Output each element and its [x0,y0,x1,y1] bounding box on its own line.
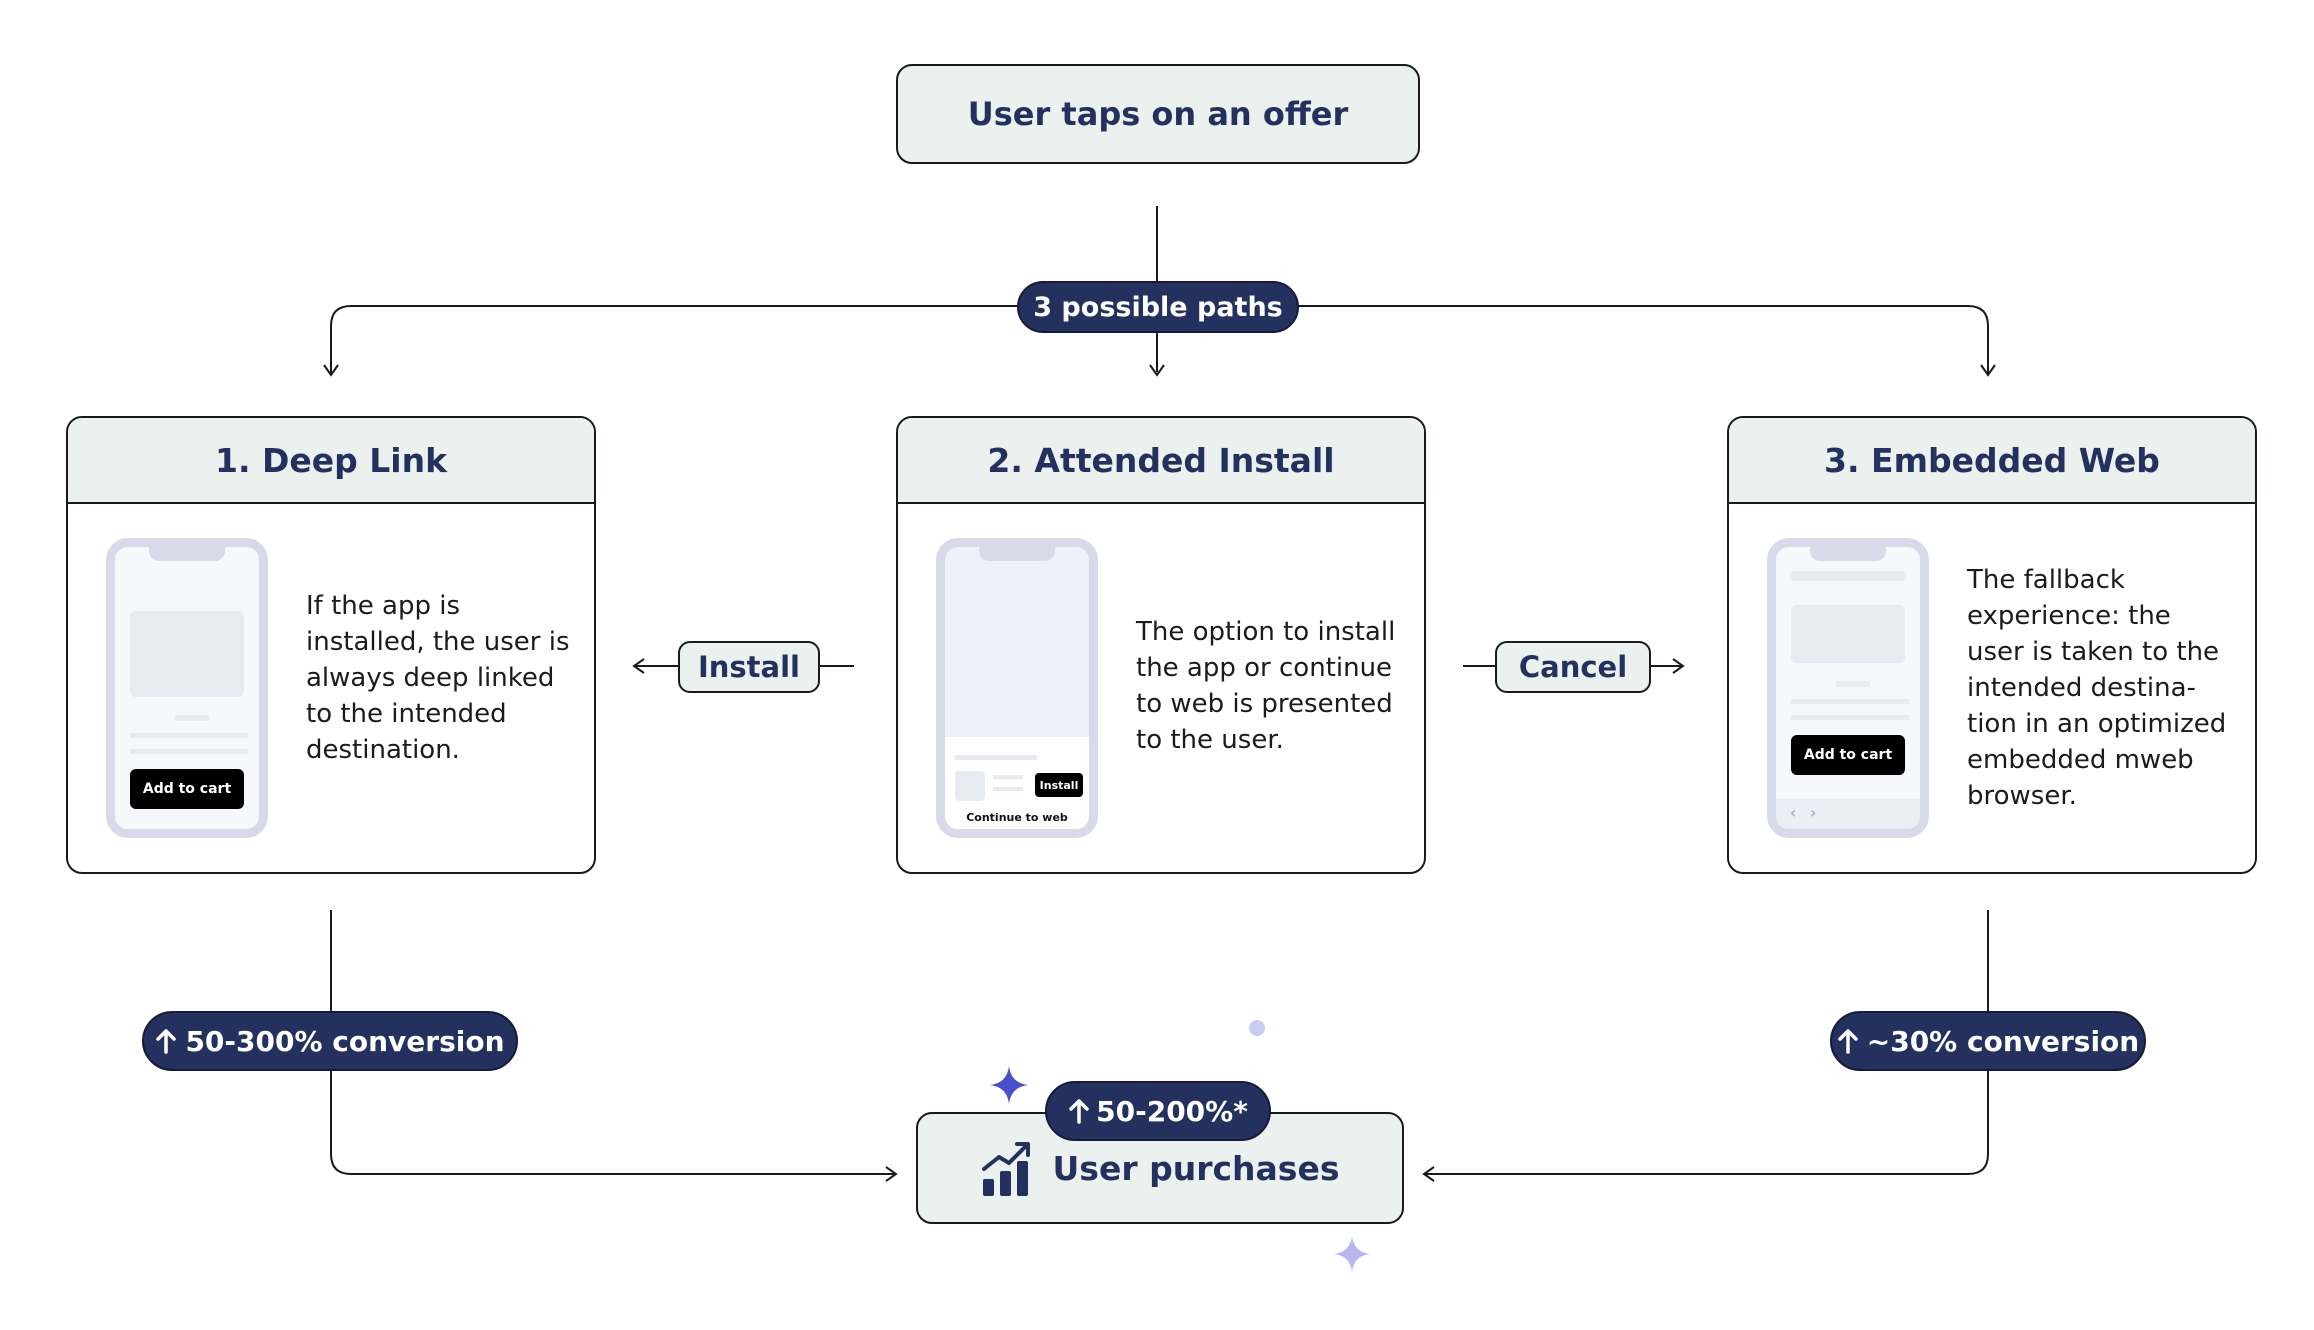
text-placeholder [1836,681,1870,687]
chart-growth-icon [981,1142,1030,1196]
card-description: The option to install the app or continu… [1136,614,1395,758]
text-placeholder [130,733,248,738]
dot-icon [1249,1020,1265,1036]
phone-mockup: Add to cart [106,538,268,838]
conversion-label: 50-300% conversion [185,1024,505,1058]
chevron-left-icon: ‹ [1790,803,1797,822]
install-button: Install [1035,773,1083,797]
cancel-tag-label: Cancel [1518,650,1628,684]
image-placeholder [130,611,244,697]
card-description: If the app is installed, the user is alw… [306,588,570,768]
card-title: 1. Deep Link [68,418,594,504]
description-line: to the intended [306,699,507,729]
description-line: always deep linked [306,663,555,693]
card-embedded-web: 3. Embedded Web Add to cart ‹ › The fall… [1727,416,2257,874]
description-line: browser. [1967,781,2077,811]
sparkle-icon [1334,1236,1370,1272]
conversion-badge-embedded-web: ~30% conversion [1830,1011,2146,1071]
description-line: The fallback [1967,565,2125,595]
start-node: User taps on an offer [896,64,1420,164]
text-placeholder [993,787,1023,791]
add-to-cart-button: Add to cart [130,769,244,809]
description-line: experience: the [1967,601,2171,631]
browser-toolbar [1776,799,1920,829]
start-node-label: User taps on an offer [967,95,1349,133]
card-title: 3. Embedded Web [1729,418,2255,504]
paths-badge: 3 possible paths [1017,281,1299,333]
install-tag: Install [678,641,820,693]
phone-mockup: Install Continue to web [936,538,1098,838]
description-line: the app or continue [1136,653,1393,683]
text-placeholder [1791,699,1909,704]
text-placeholder [955,755,1037,760]
text-placeholder [175,715,209,721]
card-description: The fallback experience: the user is tak… [1967,562,2226,814]
text-placeholder [130,749,248,754]
card-title: 2. Attended Install [898,418,1424,504]
description-line: tion in an optimized [1967,709,2227,739]
description-line: embedded mweb [1967,745,2194,775]
chevron-right-icon: › [1810,803,1817,822]
description-line: to the user. [1136,725,1284,755]
arrow-up-icon [1838,1029,1858,1054]
text-placeholder [1791,715,1909,720]
paths-badge-label: 3 possible paths [1033,291,1283,323]
card-deep-link: 1. Deep Link Add to cart If the app is i… [66,416,596,874]
image-placeholder [1791,605,1905,663]
conversion-label: ~30% conversion [1866,1024,2140,1058]
phone-mockup: Add to cart ‹ › [1767,538,1929,838]
add-to-cart-button: Add to cart [1791,735,1905,775]
description-line: The option to install [1136,617,1396,647]
phone-notch [1810,547,1886,561]
conversion-label: 50-200%* [1096,1094,1248,1128]
cancel-tag: Cancel [1495,641,1651,693]
continue-to-web-link: Continue to web [966,811,1068,824]
text-placeholder [993,775,1023,779]
phone-notch [979,547,1055,561]
conversion-badge-deep-link: 50-300% conversion [142,1011,518,1071]
description-line: user is taken to the [1967,637,2220,667]
install-tag-label: Install [697,650,800,684]
description-line: intended destina- [1967,673,2196,703]
phone-notch [149,547,225,561]
description-line: installed, the user is [306,627,570,657]
description-line: destination. [306,735,460,765]
end-node-label: User purchases [1052,1148,1340,1188]
card-attended-install: 2. Attended Install Install Continue to … [896,416,1426,874]
arrow-up-icon [1069,1099,1089,1124]
sparkle-icon [990,1066,1028,1104]
conversion-badge-attended-install: 50-200%* [1045,1081,1271,1141]
app-icon-placeholder [955,771,985,801]
description-line: to web is presented [1136,689,1393,719]
arrow-up-icon [156,1029,177,1054]
url-bar-placeholder [1791,571,1905,581]
description-line: If the app is [306,591,460,621]
